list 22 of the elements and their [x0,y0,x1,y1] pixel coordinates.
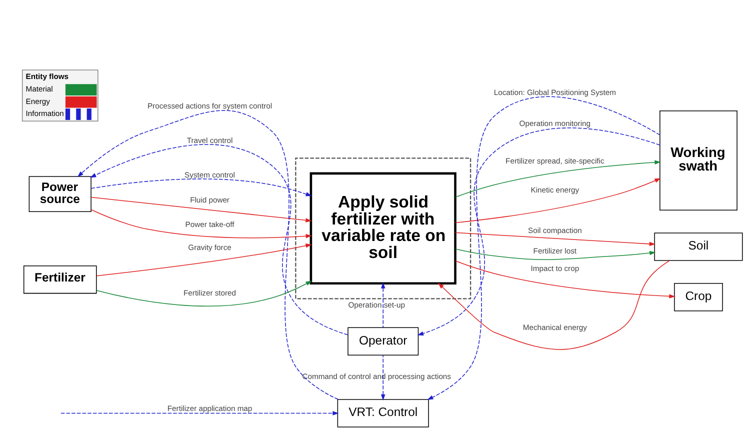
legend-label: Material [26,84,53,94]
edge-label: System control [184,170,235,180]
edge-label: Soil compaction [528,226,582,235]
edge-label: Operation monitoring [519,119,591,128]
edge-label: Command of control and processing actions [302,372,452,382]
edge-label: Mechanical energy [522,322,587,332]
edge-label: Fertilizer application map [167,404,252,413]
edge-label: Power take-off [185,220,234,229]
edge-label: Fertilizer stored [184,288,236,298]
legend-label: Energy [26,96,50,106]
legend-label: Information [26,109,64,118]
label: Entity flows [26,72,69,81]
edge-label: Operation set-up [348,300,406,310]
edge-label: Fluid power [190,195,230,204]
edge-label: Kinetic energy [530,186,580,195]
edge-label: Location: Global Positioning System [494,88,616,97]
edge-label: Gravity force [188,242,232,252]
edge-label: Fertilizer spread, site-specific [506,156,604,166]
edge-label: Travel control [186,136,233,145]
edge-label: Fertilizer lost [533,246,577,256]
edge-label: Processed actions for system control [147,102,272,111]
edge-label: Impact to crop [530,264,580,274]
